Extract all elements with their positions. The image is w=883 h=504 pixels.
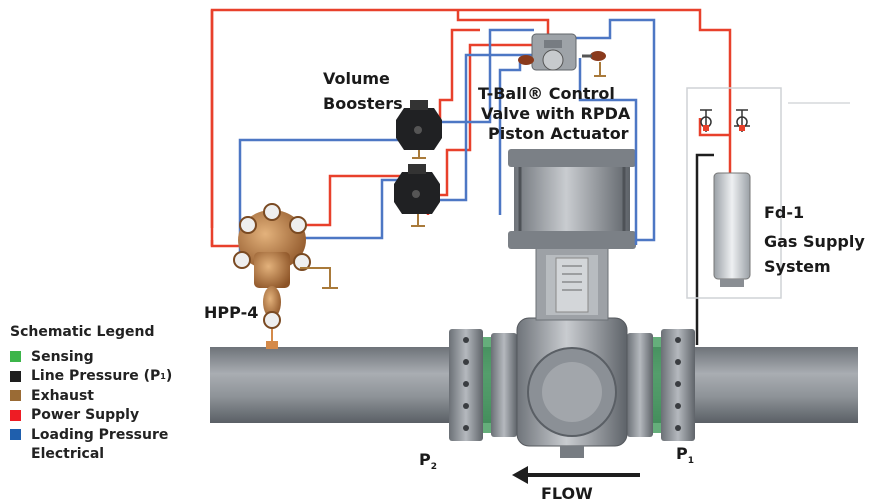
tball-label-line1: T-Ball® Control (478, 84, 615, 103)
loading-pressure-lines (238, 18, 656, 258)
legend-label: Power Supply (31, 407, 140, 424)
sensing-port (266, 341, 278, 349)
p2-subscript: 2 (431, 462, 437, 472)
volume-booster-lower (394, 164, 440, 227)
p1-subscript: 1 (688, 456, 694, 466)
legend-title: Schematic Legend (10, 324, 155, 340)
legend-item: Loading Pressure (10, 425, 172, 445)
legend-item: Exhaust (10, 386, 172, 406)
legend-label: Loading Pressure (31, 426, 169, 443)
tball-label-line2: Valve with RPDA (481, 104, 631, 123)
actuator-yoke (535, 247, 609, 321)
piston-actuator (508, 149, 636, 249)
legend-label: Sensing (31, 348, 94, 365)
fd1-label-line1: Fd-1 (764, 203, 804, 222)
legend-label: Electrical (31, 446, 105, 463)
legend-swatch (10, 449, 21, 460)
hpp4-label: HPP-4 (204, 303, 258, 322)
hpp4-pilot (233, 203, 338, 329)
legend-swatch (10, 370, 21, 382)
legend-label: Exhaust (31, 387, 94, 404)
power-supply-lines (210, 8, 732, 248)
flow-arrow (512, 466, 640, 484)
legend-item: Power Supply (10, 406, 172, 426)
p1-label: P1 (676, 444, 694, 466)
legend-item: Electrical (10, 445, 172, 465)
fd1-gas-supply (686, 87, 850, 299)
volume-booster-upper (396, 100, 442, 159)
legend-subscript: 1 (160, 371, 166, 381)
legend-suffix: ) (165, 368, 173, 385)
p2-label: P2 (419, 450, 437, 472)
legend-swatch (10, 351, 21, 363)
legend-swatch (10, 409, 21, 421)
volume-boosters-label-line1: Volume (323, 69, 390, 88)
fd1-label-line2: Gas Supply (764, 232, 865, 251)
left-flange (449, 329, 517, 441)
ball-valve-body (516, 317, 628, 458)
legend-label: Line Pressure (P (31, 368, 161, 385)
fd1-label-line3: System (764, 257, 831, 276)
tball-label-line3: Piston Actuator (488, 124, 629, 143)
legend-swatch (10, 390, 21, 402)
line-pressure-line (695, 153, 714, 345)
flow-label: FLOW (541, 484, 593, 503)
legend-item: Sensing (10, 347, 172, 367)
tball-positioner (518, 33, 606, 77)
volume-boosters-label-line2: Boosters (323, 94, 403, 113)
legend-swatch (10, 429, 21, 441)
right-flange (627, 329, 695, 441)
